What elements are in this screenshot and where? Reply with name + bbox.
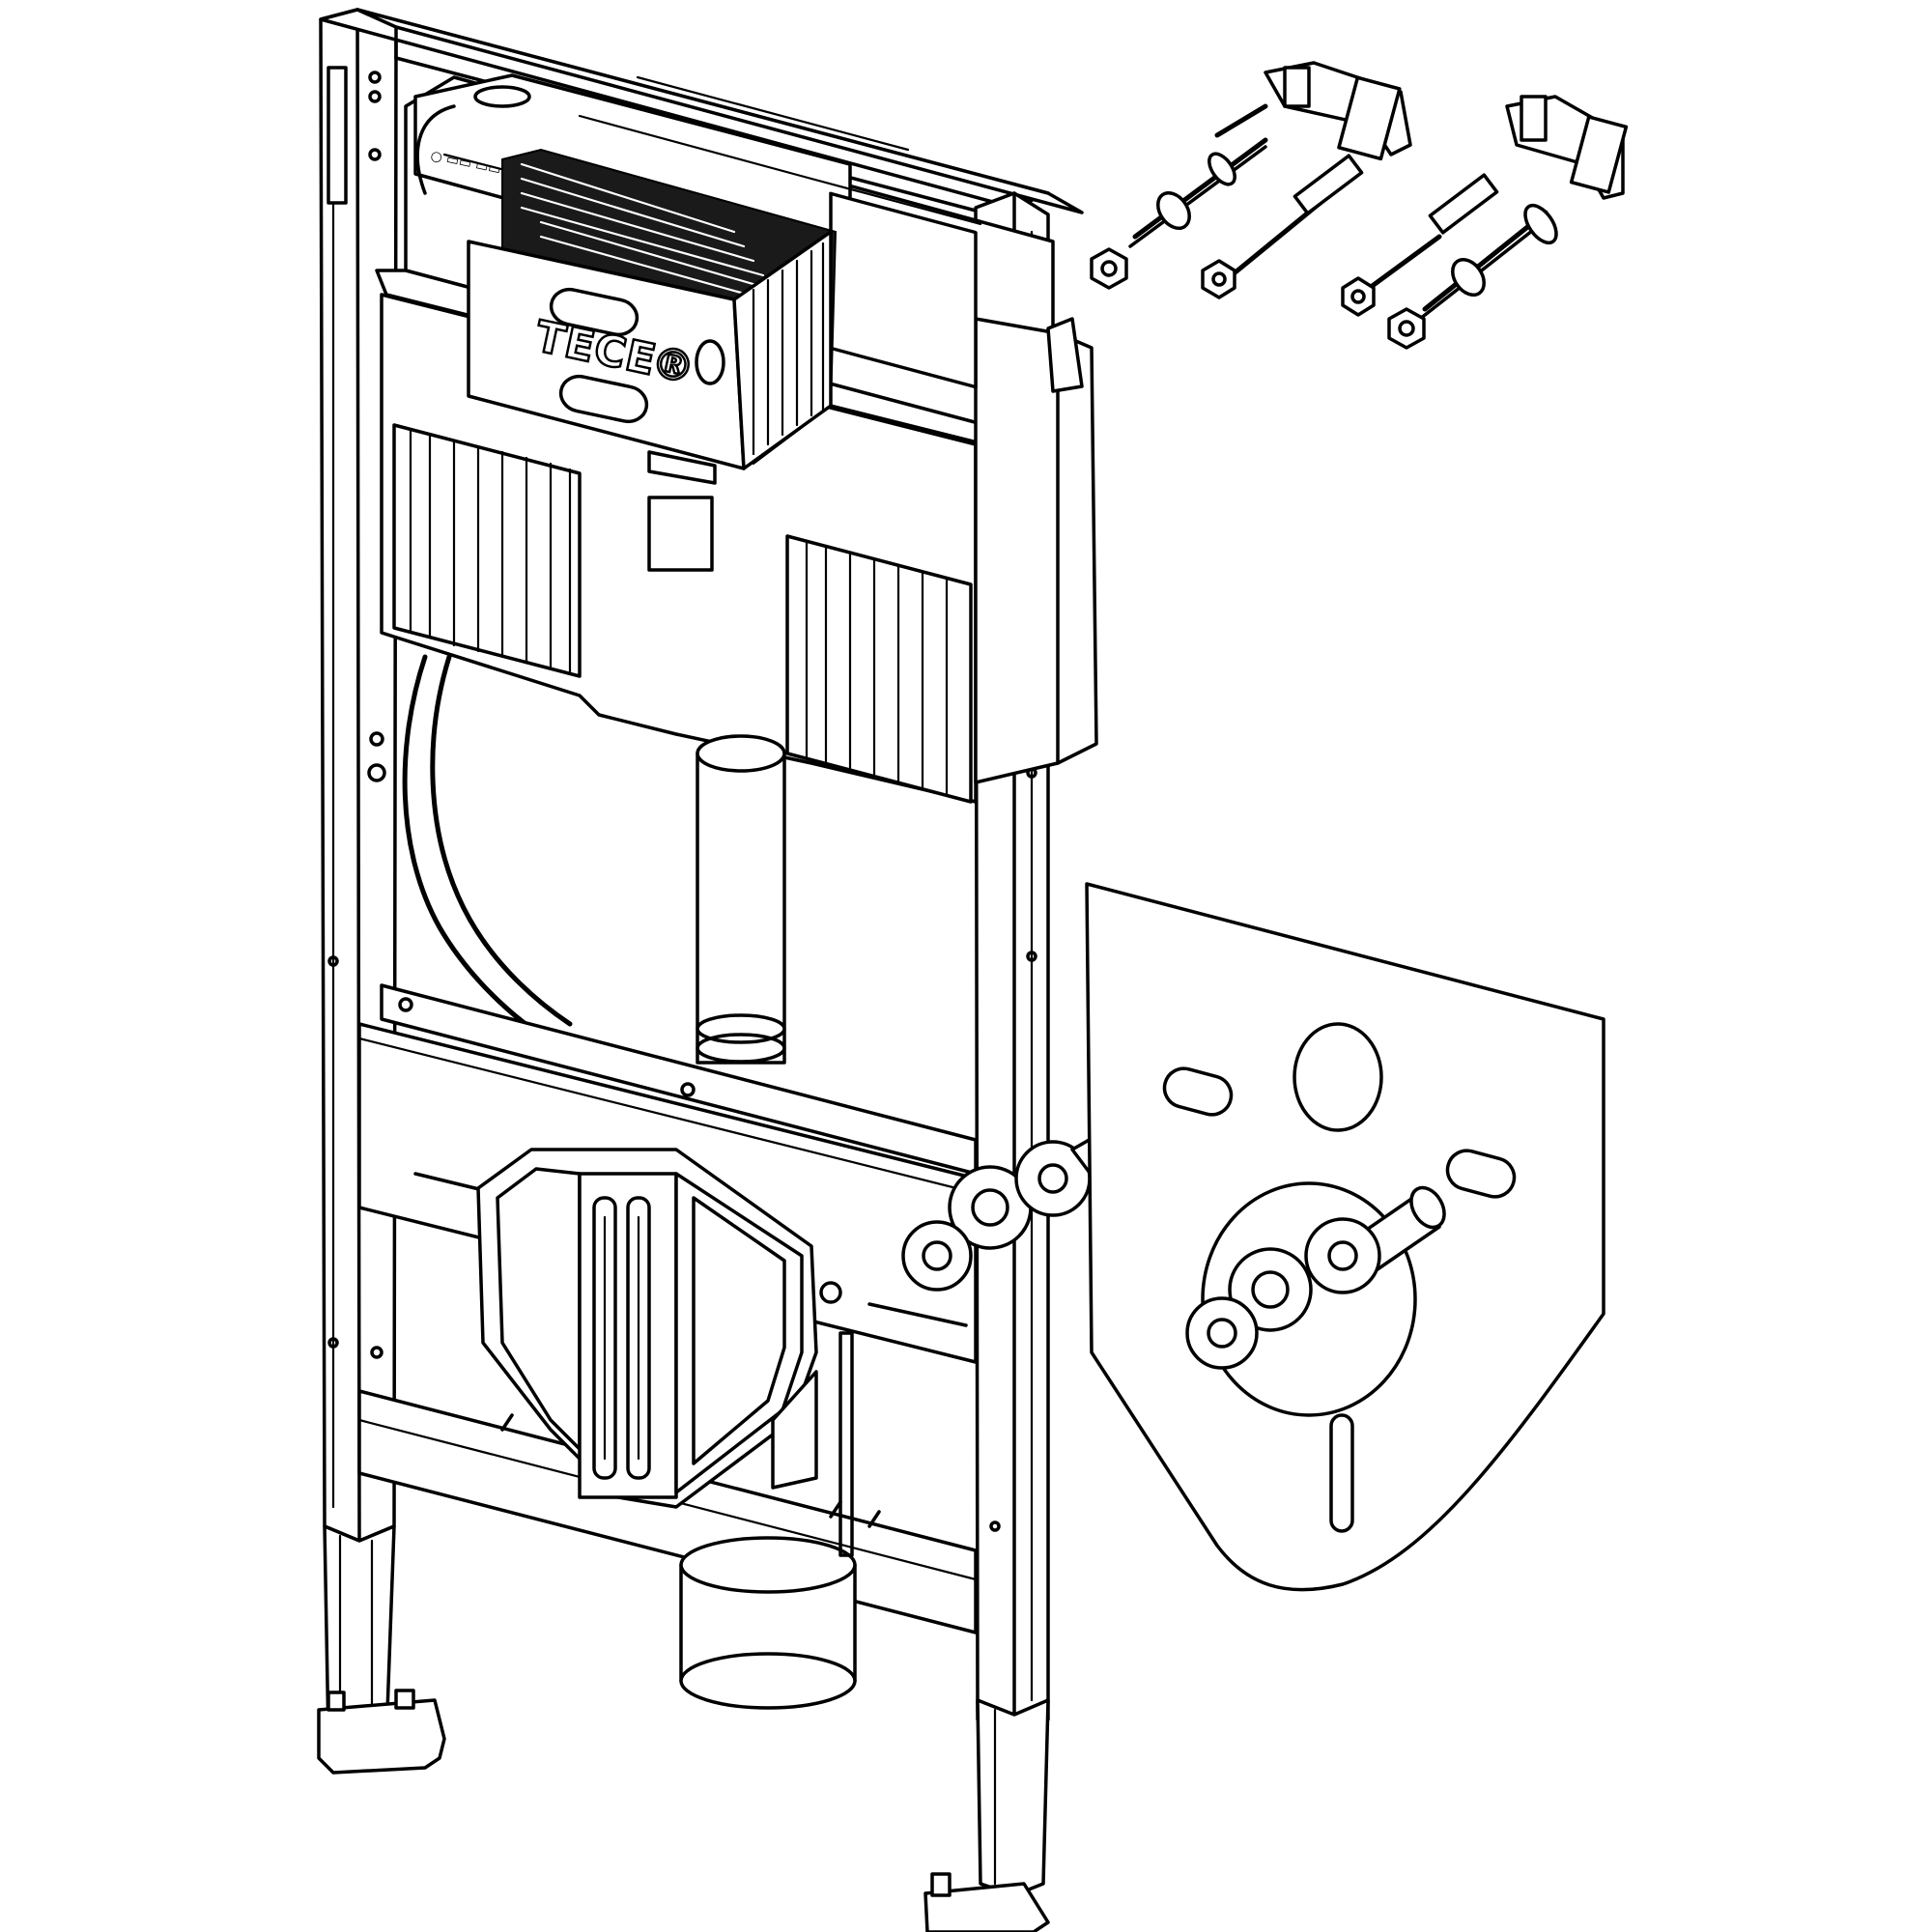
bolt-icon [1341,276,1376,317]
left-grille [392,423,582,678]
flush-pipe [696,734,786,1065]
threaded-rod-3 [1364,173,1499,293]
threaded-rod-1 [1128,137,1268,248]
flush-module [467,148,838,470]
nut-icon [1090,247,1128,290]
left-upright-post [319,8,398,1543]
top-rail [319,8,1084,214]
pad-washers [1185,1185,1446,1370]
wc-connector [476,1148,818,1509]
tece-logo: TECE ® [529,287,701,424]
wall-bracket-right [1505,95,1629,200]
threaded-rod-2 [1229,154,1364,278]
wall-bracket-left [1214,61,1412,161]
drain-pipe [679,1331,857,1710]
bolt-icon [1201,259,1236,299]
supply-hose [430,654,573,1027]
brand-logo-mark: ® [647,337,700,394]
threaded-rod-4 [1418,203,1558,321]
inspection-window [647,496,714,572]
right-grille [785,534,973,804]
nut-icon [1387,307,1426,350]
left-foot [317,1524,446,1775]
right-foot [923,1698,1050,1932]
